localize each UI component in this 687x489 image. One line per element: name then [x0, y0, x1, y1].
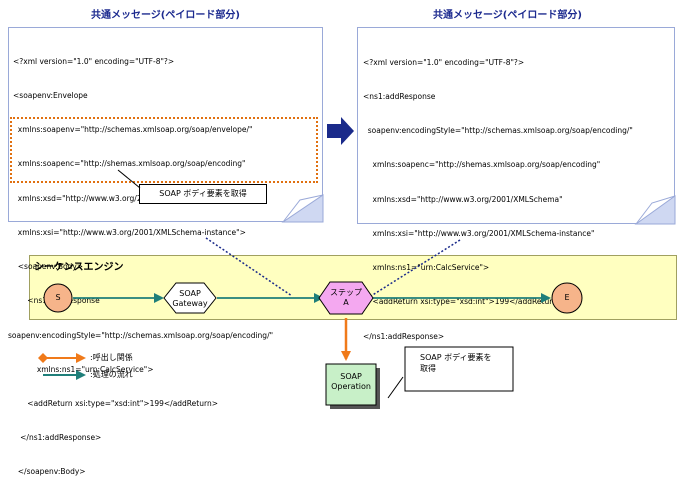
callout-pointer: [117, 169, 141, 189]
left-doc-fold: [281, 194, 324, 223]
left-line-11: </ns1:addResponse>: [13, 433, 102, 443]
operation-node-label: SOAP Operation: [331, 372, 371, 391]
right-line-0: <?xml version="1.0" encoding="UTF-8"?>: [363, 57, 525, 67]
right-line-8: </ns1:addResponse>: [363, 331, 445, 341]
note-box: [404, 346, 514, 392]
left-line-0: <?xml version="1.0" encoding="UTF-8"?>: [13, 56, 175, 66]
gateway-node-label: SOAP Gateway: [172, 289, 208, 308]
projection-line-right: [370, 239, 461, 297]
start-node: [43, 283, 73, 313]
right-line-6: xmlns:ns1="urn:CalcService">: [363, 263, 490, 273]
left-line-2: xmlns:soapenv="http://schemas.xmlsoap.or…: [13, 125, 253, 135]
transform-arrow: [327, 117, 354, 145]
right-line-3: xmlns:soapenc="http://shemas.xmlsoap.org…: [363, 160, 601, 170]
legend-flow-label: :処理の流れ: [90, 370, 133, 379]
sequence-engine-title: シーケンスエンジン: [34, 262, 124, 273]
end-node-label: E: [564, 293, 570, 302]
right-line-5: xmlns:xsi="http://www.w3.org/2001/XMLSch…: [363, 228, 595, 238]
left-doc-title: 共通メッセージ(ペイロード部分): [91, 10, 240, 21]
right-doc-code: <?xml version="1.0" encoding="UTF-8"?> <…: [363, 34, 633, 353]
right-line-4: xmlns:xsd="http://www.w3.org/2001/XMLSch…: [363, 194, 563, 204]
soap-body-highlight-box: [10, 117, 318, 183]
legend-call-label: :呼出し関係: [90, 353, 133, 362]
left-line-8: soapenv:encodingStyle="http://schemas.xm…: [8, 330, 274, 340]
left-line-9: xmlns:ns1="urn:CalcService">: [13, 364, 154, 374]
right-doc-panel: [357, 27, 675, 224]
left-line-1: <soapenv:Envelope: [13, 91, 88, 101]
operation-node: [325, 363, 377, 406]
diagram-graphics: [38, 117, 676, 409]
projection-line-left: [205, 237, 293, 297]
left-line-4: xmlns:xsd="http://www.w3.org/2001/XMLSch…: [13, 193, 208, 203]
right-line-7: <addReturn xsi:type="xsd:int">199</addRe…: [363, 297, 564, 307]
end-node: [551, 282, 583, 314]
step-node-label: ステップ A: [330, 288, 362, 307]
right-doc-title: 共通メッセージ(ペイロード部分): [433, 10, 582, 21]
right-line-2: soapenv:encodingStyle="http://schemas.xm…: [363, 126, 633, 136]
start-node-label: S: [55, 293, 61, 302]
note-text: SOAP ボディ要素を 取得: [420, 353, 492, 373]
left-line-6: <soapenv:Body>: [13, 262, 84, 272]
left-line-10: <addReturn xsi:type="xsd:int">199</addRe…: [13, 399, 218, 408]
left-line-5: xmlns:xsi="http://www.w3.org/2001/XMLSch…: [13, 227, 246, 237]
right-line-1: <ns1:addResponse: [363, 92, 436, 102]
gateway-node: [163, 282, 217, 314]
left-line-3: xmlns:soapenc="http://shemas.xmlsoap.org…: [13, 159, 246, 169]
left-line-12: </soapenv:Body>: [13, 467, 86, 477]
note-pointer: [387, 376, 404, 399]
right-doc-fold: [634, 195, 676, 225]
step-node: [318, 281, 374, 315]
left-callout: SOAP ボディ要素を取得: [139, 184, 267, 204]
